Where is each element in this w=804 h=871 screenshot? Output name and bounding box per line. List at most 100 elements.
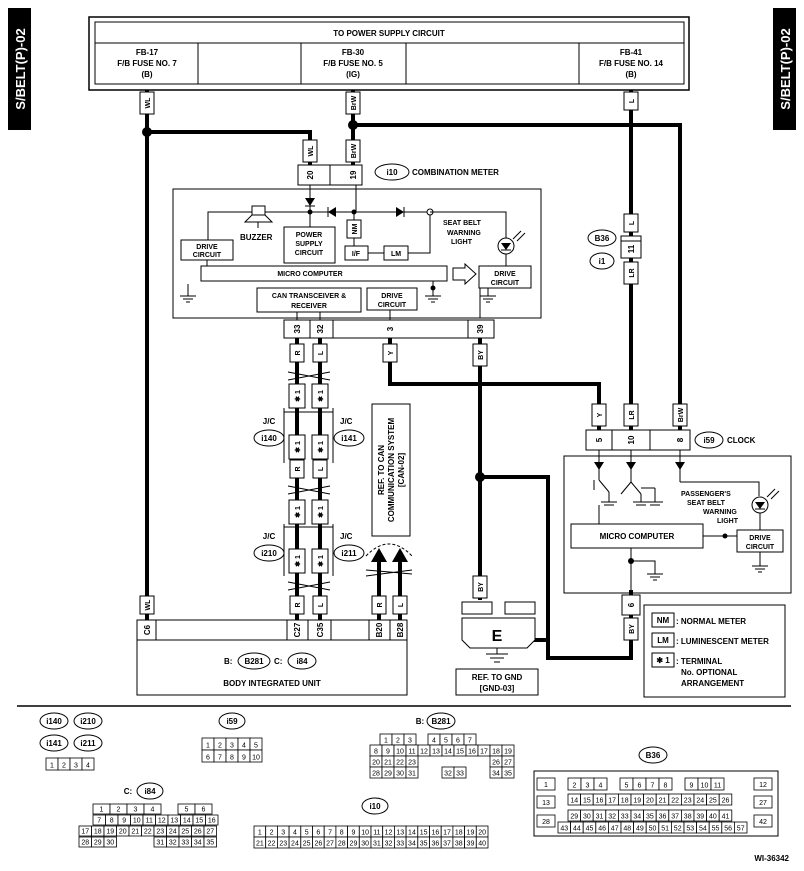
conn-b36-r3-pin: 36 [659,814,667,821]
conn-i84-r3-pin: 25 [181,829,189,836]
clock-pin-8: 8 [676,437,685,442]
conn-i84-label: i84 [144,787,156,796]
wire-label-brw-top: BrW [351,95,358,110]
conn-i84-r2-pin: 12 [158,818,166,825]
clock-connector-id: i59 [703,436,715,445]
conn-i84-r1-pin: 5 [185,807,189,814]
can-reference: REF. TO CAN COMMUNICATION SYSTEM [CAN-02… [365,403,413,615]
b36-pin-11: 11 [627,244,636,253]
jc-star-8: ✱ 1 [317,555,325,567]
seatbelt-l1: SEAT BELT [443,220,482,227]
biu-pin-c6: C6 [143,624,152,635]
conn-b36-r2-pin: 26 [722,798,730,805]
conn-small4-pin: 2 [62,763,66,770]
conn-i84-r3-pin: 17 [81,829,89,836]
conn-b36-r1-pin: 8 [664,783,668,790]
b36-id: B36 [595,234,610,243]
conn-i59-r2-cell [249,749,263,763]
conn-b36-r4-pin: 43 [560,826,568,833]
conn-b36-r2-pin: 14 [570,798,578,805]
pass-light-l1: PASSENGER'S [681,491,731,498]
conn-i59-oval [218,712,246,730]
conn-i10-r2-pin: 21 [256,841,264,848]
power-supply-box: TO POWER SUPPLY CIRCUIT FB-17 F/B FUSE N… [88,16,690,91]
wire-label-r-jc: R [295,466,302,471]
conn-i10-r1-pin: 8 [340,830,344,837]
conn-i10-r1-pin: 7 [328,830,332,837]
jc-label-i140: J/C [263,417,276,426]
conn-i10-r2-pin: 27 [326,841,334,848]
power-supply-title: TO POWER SUPPLY CIRCUIT [333,29,445,38]
meter-micro-computer: MICRO COMPUTER [277,271,342,278]
can-ref-l1: REF. TO CAN [377,445,386,495]
conn-b36-r1-pin: 4 [599,783,603,790]
fuse-fb17-name: F/B FUSE NO. 7 [117,59,177,68]
conn-b36-r2-pin: 15 [583,798,591,805]
wire-label-by-ground: BY [478,582,485,592]
conn-b281-r3-pin: 26 [492,760,500,767]
nm-box: NM [352,223,359,234]
legend-star-l3: ARRANGEMENT [681,679,744,688]
conn-b281-r2-pin: 15 [456,749,464,756]
legend-nm: : NORMAL METER [676,617,746,626]
conn-i84-r4-cell [103,836,117,848]
conn-i84-r3-pin: 22 [144,829,152,836]
biu-c-label: C: [274,657,282,666]
conn-i211-label: i211 [80,739,96,748]
meter-mid-drive-l2: CIRCUIT [378,302,407,309]
conn-i10-r2-pin: 39 [467,841,475,848]
conn-b36-right-cell [753,795,773,809]
conn-b281-oval [426,712,456,730]
conn-i84-r4-pin: 33 [181,840,189,847]
clock-micro-computer: MICRO COMPUTER [600,532,675,541]
conn-b36-oval [638,746,668,764]
conn-b281-r4-cell [405,766,419,779]
conn-i84-r4-pin: 29 [94,840,102,847]
conn-i84-r1-pin: 1 [100,807,104,814]
conn-b281-r2-pin: 13 [432,749,440,756]
conn-small4-cell [81,757,95,771]
pass-light-l4: LIGHT [717,518,739,525]
conn-b281-r1-pin: 7 [468,738,472,745]
side-tab-left-text: S/BELT(P)-02 [13,28,28,109]
side-tab-right-text: S/BELT(P)-02 [778,28,793,109]
conn-i84-r1-cell [194,803,213,815]
conn-i10-r2-pin: 34 [408,841,416,848]
wire-label-l-can: L [398,602,405,607]
conn-b281-r4-pin: 33 [456,771,464,778]
conn-i141-oval [39,734,69,752]
conn-i84-r1-pin: 6 [202,807,206,814]
conn-b281-r4-pin: 35 [504,771,512,778]
conn-i10-r2-pin: 24 [291,841,299,848]
body-integrated-unit: WL R L C6 C27 C35 B20 B28 B: B281 C: i84… [136,595,408,696]
conn-b36-r4-pin: 46 [598,826,606,833]
conn-i84-r3-pin: 20 [119,829,127,836]
jc-star-7: ✱ 1 [294,555,302,567]
biu-pin-c35: C35 [316,622,325,637]
conn-i84-r2-pin: 10 [133,818,141,825]
conn-b36-r3-pin: 40 [709,814,717,821]
wire-label-l-jc: L [318,466,325,471]
conn-i84-r2-pin: 9 [122,818,126,825]
conn-b36-r3-pin: 29 [570,814,578,821]
conn-i10-r1-pin: 3 [281,830,285,837]
conn-i140-oval [39,712,69,730]
conn-b281-r2-pin: 10 [396,749,404,756]
jc-star-5: ✱ 1 [294,506,302,518]
conn-b36-r1-pin: 10 [701,783,709,790]
conn-i10-r1-pin: 2 [270,830,274,837]
conn-b36-r3-pin: 32 [608,814,616,821]
conn-i10-r2-pin: 22 [268,841,276,848]
biu-title: BODY INTEGRATED UNIT [223,679,321,688]
jc-star-1: ✱ 1 [294,390,302,402]
conn-b281-r3-pin: 27 [504,760,512,767]
fuse-fb17-type: (B) [141,70,152,79]
biu-b-label: B: [224,657,232,666]
conn-i10-r1-pin: 5 [305,830,309,837]
conn-b36-r2-pin: 20 [646,798,654,805]
conn-b281-r2-pin: 12 [420,749,428,756]
conn-i84-r1-pin: 2 [117,807,121,814]
conn-b281-r3-pin: 20 [372,760,380,767]
wire-labels-middle: R L Y BY L LR Y LR BrW [289,213,688,427]
conn-i84-r4-pin: 34 [194,840,202,847]
